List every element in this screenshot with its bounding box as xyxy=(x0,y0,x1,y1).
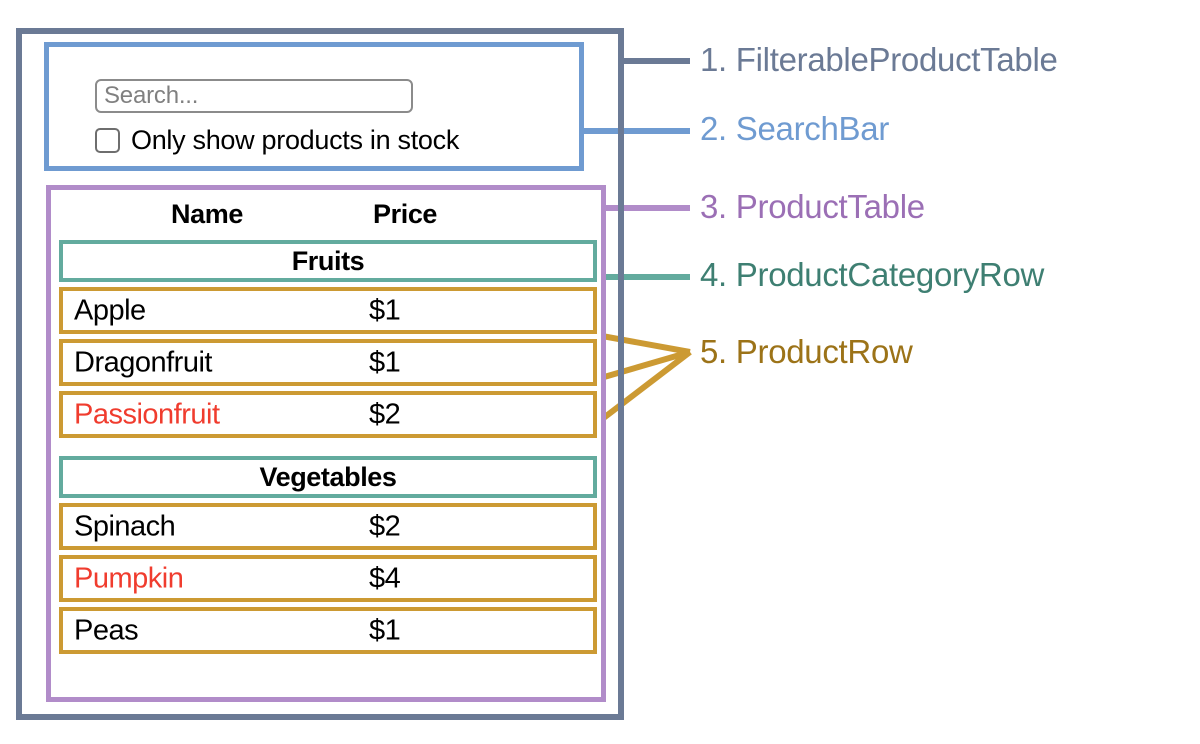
legend-item-search-bar: 2. SearchBar xyxy=(700,110,890,147)
product-price: $2 xyxy=(369,510,401,542)
product-name: Dragonfruit xyxy=(74,346,212,378)
product-row: Peas $1 xyxy=(59,607,597,654)
product-row: Passionfruit $2 xyxy=(59,391,597,438)
product-table-frame: Name Price Fruits Apple $1 Dragonfruit $… xyxy=(46,185,606,702)
product-name: Passionfruit xyxy=(74,398,220,430)
product-table-body: Fruits Apple $1 Dragonfruit $1 Passionfr… xyxy=(59,240,597,659)
column-header-name: Name xyxy=(171,199,243,229)
legend-item-product-table: 3. ProductTable xyxy=(700,188,925,225)
legend-item-product-category-row: 4. ProductCategoryRow xyxy=(700,256,1045,293)
column-header-price: Price xyxy=(373,199,438,229)
product-name: Pumpkin xyxy=(74,562,184,594)
product-price: $1 xyxy=(369,614,401,646)
product-category-label: Fruits xyxy=(291,245,365,276)
legend-item-filterable-product-table: 1. FilterableProductTable xyxy=(700,41,1058,78)
product-category-label: Vegetables xyxy=(259,461,397,492)
section-spacer xyxy=(59,443,597,456)
search-bar-frame: Search... Only show products in stock xyxy=(44,42,584,171)
product-price: $1 xyxy=(369,294,401,326)
product-category-row: Fruits xyxy=(59,240,597,282)
in-stock-checkbox-label: Only show products in stock xyxy=(131,125,460,155)
in-stock-checkbox[interactable] xyxy=(95,128,120,153)
product-row: Apple $1 xyxy=(59,287,597,334)
search-input[interactable]: Search... xyxy=(95,79,413,113)
product-name: Spinach xyxy=(74,510,176,542)
in-stock-filter-row[interactable]: Only show products in stock xyxy=(95,125,459,156)
product-price: $2 xyxy=(369,398,401,430)
product-price: $1 xyxy=(369,346,401,378)
legend-item-product-row: 5. ProductRow xyxy=(700,333,913,370)
product-price: $4 xyxy=(369,562,401,594)
product-row: Pumpkin $4 xyxy=(59,555,597,602)
product-name: Apple xyxy=(74,294,146,326)
product-name: Peas xyxy=(74,614,139,646)
filterable-product-table-frame xyxy=(16,28,624,720)
product-table-header: Name Price xyxy=(51,199,601,233)
product-row: Dragonfruit $1 xyxy=(59,339,597,386)
product-row: Spinach $2 xyxy=(59,503,597,550)
product-category-row: Vegetables xyxy=(59,456,597,498)
